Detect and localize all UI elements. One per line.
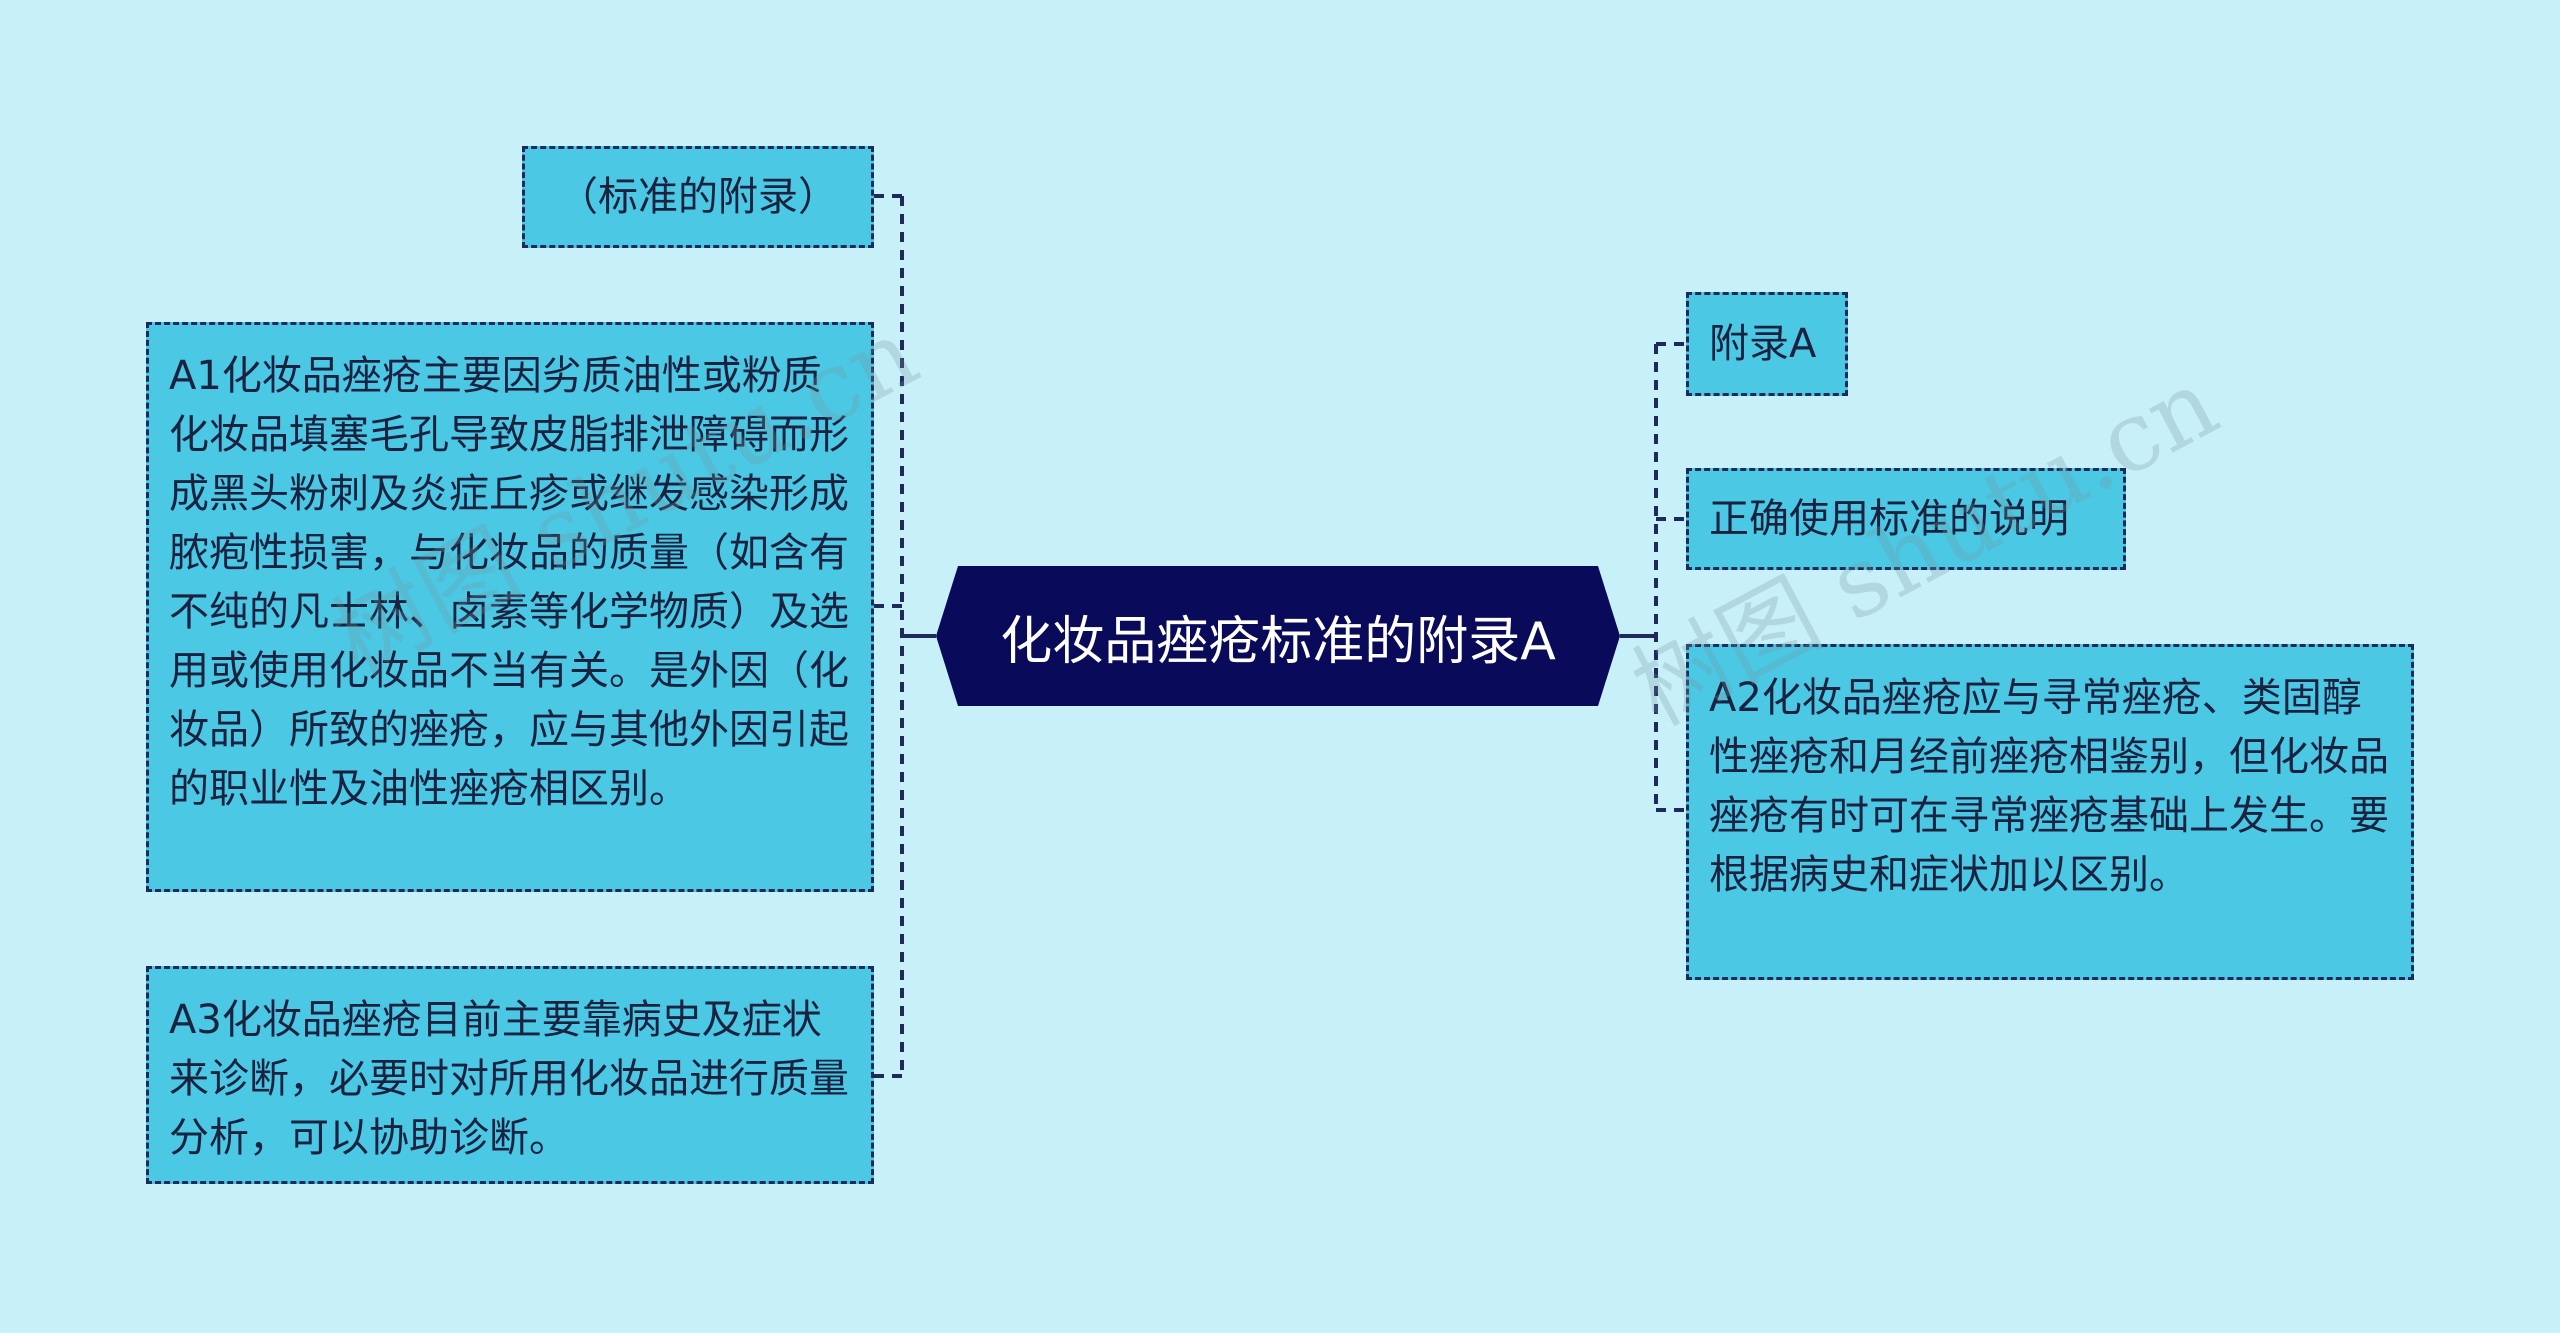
central-topic-label: 化妆品痤疮标准的附录A — [1000, 611, 1556, 672]
branch-label: A2化妆品痤疮应与寻常痤疮、类固醇性痤疮和月经前痤疮相鉴别，但化妆品痤疮有时可在… — [1709, 675, 2389, 898]
branch-label: （标准的附录） — [558, 173, 838, 220]
branch-a2[interactable]: A2化妆品痤疮应与寻常痤疮、类固醇性痤疮和月经前痤疮相鉴别，但化妆品痤疮有时可在… — [1686, 644, 2414, 980]
central-topic-shape — [936, 566, 1620, 706]
central-topic[interactable]: 化妆品痤疮标准的附录A — [936, 566, 1620, 706]
branch-label: 正确使用标准的说明 — [1709, 495, 2069, 542]
branch-label: 附录A — [1709, 320, 1817, 367]
branch-a1[interactable]: A1化妆品痤疮主要因劣质油性或粉质化妆品填塞毛孔导致皮脂排泄障碍而形成黑头粉刺及… — [146, 322, 874, 892]
branch-label: A3化妆品痤疮目前主要靠病史及症状来诊断，必要时对所用化妆品进行质量分析，可以协… — [169, 997, 849, 1161]
branch-usage-note[interactable]: 正确使用标准的说明 — [1686, 468, 2126, 570]
branch-standard-appendix[interactable]: （标准的附录） — [522, 146, 874, 248]
branch-a3[interactable]: A3化妆品痤疮目前主要靠病史及症状来诊断，必要时对所用化妆品进行质量分析，可以协… — [146, 966, 874, 1184]
branch-label: A1化妆品痤疮主要因劣质油性或粉质化妆品填塞毛孔导致皮脂排泄障碍而形成黑头粉刺及… — [169, 353, 849, 812]
branch-appendix-a[interactable]: 附录A — [1686, 292, 1848, 396]
